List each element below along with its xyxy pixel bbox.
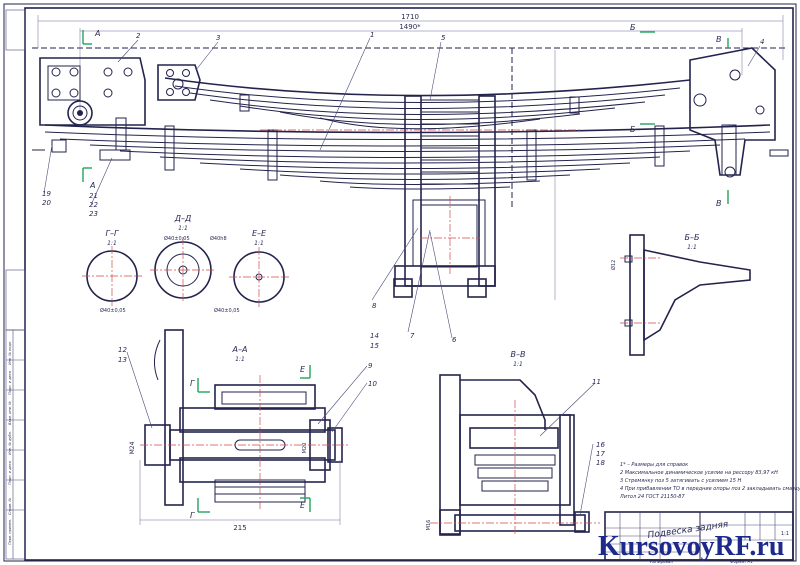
- section-dd-dim-inner: Ø40h8: [210, 235, 227, 242]
- section-bb-view: [620, 234, 751, 356]
- section-marker-a-1: А: [89, 181, 95, 190]
- section-bb-scale: 1:1: [687, 244, 697, 251]
- note-line-4: 4 При прибавлении ТО в передние опоры по…: [620, 486, 800, 492]
- section-marker-g-6: Г: [190, 379, 195, 388]
- front-bracket: [39, 57, 146, 161]
- side-stamp-label-3: Подп. и дата: [8, 461, 12, 485]
- callout-8: 8: [372, 302, 377, 310]
- callout-14: 14: [370, 332, 379, 340]
- technical-notes: 1* – Размеры для справок 2 Максимальное д…: [619, 462, 800, 500]
- note-line-2: 2 Максимальное динамическое усилие на ре…: [620, 470, 778, 476]
- side-stamp-label-7: Инв. № подл.: [8, 341, 12, 365]
- note-line-1: 1* – Размеры для справок: [620, 462, 688, 468]
- leaf-stack-main: [44, 124, 771, 190]
- section-letters: А А Б Б В В Г Г Е Е: [89, 23, 722, 520]
- copied-label: Копировал: [650, 559, 673, 564]
- callout-12: 12: [118, 346, 127, 354]
- callout-17: 17: [596, 450, 605, 458]
- section-aa-view: [139, 329, 350, 525]
- title-block: [604, 511, 794, 561]
- section-vv-title: В–В: [511, 350, 526, 359]
- dim-m16: M16: [426, 520, 432, 531]
- callout-23: 23: [89, 210, 98, 218]
- side-stamp-label-6: Подп. и дата: [8, 371, 12, 395]
- section-vv-scale: 1:1: [513, 361, 523, 368]
- dim-diam12: Ø12: [610, 260, 617, 270]
- callout-16: 16: [596, 441, 605, 449]
- section-dd-title: Д–Д: [174, 214, 192, 223]
- callout-18: 18: [596, 459, 605, 467]
- section-gg-title: Г–Г: [106, 229, 119, 238]
- callout-22: 22: [89, 201, 98, 209]
- section-marker-a-0: А: [94, 29, 100, 38]
- section-gg-scale: 1:1: [107, 240, 117, 247]
- callout-3: 3: [216, 34, 220, 42]
- main-spring-view: 1710 1490*: [32, 13, 789, 300]
- callout-6: 6: [452, 336, 457, 344]
- section-marker-v-4: В: [716, 35, 722, 44]
- section-aa-scale: 1:1: [235, 356, 245, 363]
- dim-215: 215: [233, 524, 246, 532]
- section-bb-title: Б–Б: [685, 233, 700, 242]
- rear-bracket: [689, 47, 789, 178]
- side-stamp-label-5: Взам. инв. №: [8, 401, 12, 425]
- side-stamp-label-1: Перв. примен.: [8, 519, 12, 545]
- note-line-3: 3 Стремянку поз 5 затягивать с усилием 1…: [620, 478, 741, 484]
- note-line-5: Литол 24 ГОСТ 21150-87: [619, 494, 685, 500]
- section-gg-dim: Ø40±0,05: [100, 307, 126, 314]
- u-bolts: [393, 95, 496, 298]
- format-label: Формат А1: [730, 559, 753, 564]
- side-stamp: [5, 9, 26, 560]
- callout-13: 13: [118, 356, 127, 364]
- leaf-stack-upper: [164, 77, 691, 130]
- callout-21: 21: [89, 192, 98, 200]
- section-marker-b-3: Б: [630, 125, 636, 134]
- section-marker-e-8: Е: [300, 365, 306, 374]
- callout-4: 4: [760, 38, 764, 46]
- section-ee-title: Е–Е: [252, 229, 267, 238]
- side-stamp-label-4: Инв. № дубл.: [8, 431, 12, 455]
- title-block-sheet: 1:1: [781, 531, 789, 537]
- dim-1710: 1710: [401, 13, 419, 21]
- side-stamp-label-2: Справ. №: [8, 498, 12, 515]
- section-marker-b-2: Б: [630, 23, 636, 32]
- callout-10: 10: [368, 380, 377, 388]
- section-vv-view: [430, 374, 600, 536]
- callout-2: 2: [136, 32, 141, 40]
- section-dd-scale: 1:1: [178, 225, 188, 232]
- section-marker-e-9: Е: [300, 501, 306, 510]
- callout-19: 19: [42, 190, 51, 198]
- section-markers-main: [82, 30, 729, 204]
- callout-20: 20: [42, 199, 51, 207]
- section-ee-scale: 1:1: [254, 240, 264, 247]
- leader-lines: [43, 37, 761, 516]
- callout-5: 5: [441, 34, 446, 42]
- watermark: KursovoyRF.ru: [598, 531, 784, 562]
- callout-15: 15: [370, 342, 379, 350]
- dim-m20: M20: [302, 443, 308, 454]
- callout-7: 7: [410, 332, 415, 340]
- section-dd-dim-top: Ø40±0,05: [164, 235, 190, 242]
- callout-9: 9: [368, 362, 373, 370]
- round-sections: [82, 237, 289, 307]
- section-ee-dim: Ø40±0,05: [214, 307, 240, 314]
- dim-m24: M24: [129, 441, 136, 454]
- outer-border: [3, 3, 797, 562]
- dim-1490: 1490*: [399, 23, 421, 31]
- upper-front-bracket: [157, 64, 201, 101]
- section-aa-title: А–А: [232, 345, 248, 354]
- section-marker-g-7: Г: [190, 511, 195, 520]
- callout-11: 11: [592, 378, 601, 386]
- section-marker-v-5: В: [716, 199, 722, 208]
- callout-1: 1: [370, 31, 374, 39]
